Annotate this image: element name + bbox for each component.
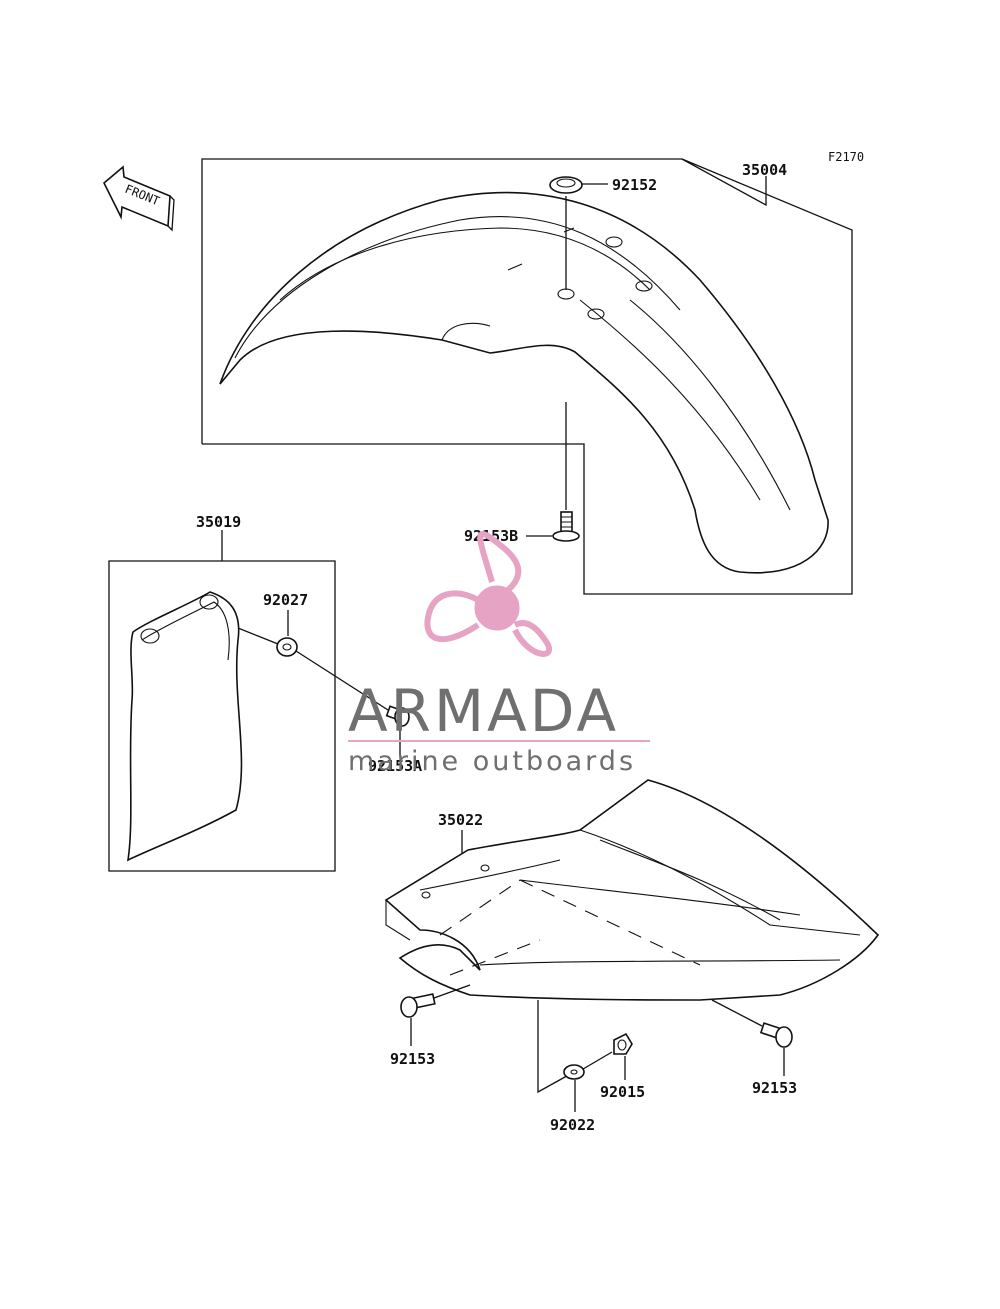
bolt-92153-right bbox=[759, 1022, 793, 1048]
grommet-92152 bbox=[549, 176, 583, 194]
bolt-92153A bbox=[385, 705, 410, 727]
nut-92015 bbox=[613, 1032, 633, 1055]
rear-fender-group: 35022 92153 92153 bbox=[384, 779, 880, 1134]
bolt-92153-left bbox=[400, 993, 436, 1018]
watermark: ARMADA marine outboards bbox=[348, 531, 650, 777]
label-92022: 92022 bbox=[550, 1116, 595, 1134]
front-fender-group: 92152 35004 92153B bbox=[201, 158, 853, 595]
label-92153-left: 92153 bbox=[390, 1050, 435, 1068]
rear-fender bbox=[384, 779, 880, 1001]
label-92152: 92152 bbox=[612, 176, 657, 194]
mud-flap-group: 35019 92027 92153A bbox=[108, 513, 422, 872]
collar-92027 bbox=[276, 637, 298, 657]
mud-flap bbox=[126, 591, 243, 862]
label-92027: 92027 bbox=[263, 591, 308, 609]
watermark-tagline: marine outboards bbox=[348, 746, 636, 777]
bolt-92153B bbox=[552, 511, 580, 542]
watermark-brand: ARMADA bbox=[348, 677, 619, 745]
front-arrow-icon: FRONT bbox=[103, 165, 175, 232]
label-92015: 92015 bbox=[600, 1083, 645, 1101]
figure-code: F2170 bbox=[828, 150, 864, 164]
label-35004: 35004 bbox=[742, 161, 787, 179]
label-92153A: 92153A bbox=[368, 757, 422, 775]
label-35022: 35022 bbox=[438, 811, 483, 829]
label-92153-right: 92153 bbox=[752, 1079, 797, 1097]
propeller-logo-icon bbox=[424, 531, 553, 657]
label-35019: 35019 bbox=[196, 513, 241, 531]
washer-92022 bbox=[563, 1064, 585, 1080]
propeller-hub-icon bbox=[474, 585, 520, 631]
front-fender bbox=[219, 191, 829, 574]
